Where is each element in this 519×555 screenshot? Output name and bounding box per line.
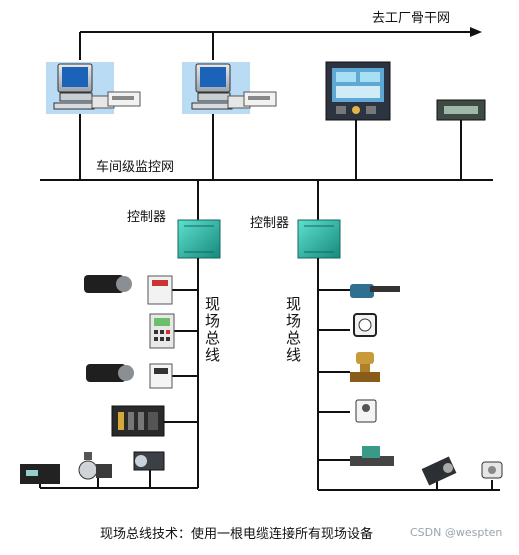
operator-panel-icon <box>325 61 391 121</box>
transmitter-icon <box>355 399 377 423</box>
io-module-icon <box>147 275 173 305</box>
controller-right-label: 控制器 <box>250 216 290 231</box>
network-module-icon <box>436 99 486 121</box>
pc-workstation-icon <box>46 62 115 114</box>
printer-icon <box>243 91 277 107</box>
motor-gear-icon <box>421 456 457 486</box>
fieldbus-left-label: 现场总线 <box>204 295 220 364</box>
controller-left-label: 控制器 <box>127 210 167 225</box>
pressure-gauge-icon <box>353 313 377 337</box>
camera-sensor-icon <box>133 451 165 471</box>
io-rack-icon <box>111 405 165 437</box>
printer-icon <box>107 91 141 107</box>
pump-motor-icon <box>78 452 112 480</box>
keypad-terminal-icon <box>149 313 175 349</box>
workshop-network-drops <box>79 114 462 180</box>
fieldbus-right-line <box>317 258 500 491</box>
drive-module-icon <box>149 363 173 389</box>
flow-meter-icon <box>350 446 394 466</box>
plant-backbone-line <box>79 27 482 60</box>
workshop-network-label: 车间级监控网 <box>96 160 175 175</box>
valve-actuator-icon <box>20 464 60 484</box>
controller-right-icon <box>297 219 341 259</box>
control-valve-icon <box>350 352 380 382</box>
fieldbus-right-label: 现场总线 <box>285 295 301 364</box>
servo-motor-icon <box>86 364 134 382</box>
plant-backbone-label: 去工厂骨干网 <box>372 11 451 26</box>
diagram-caption: 现场总线技术：使用一根电缆连接所有现场设备 <box>100 527 374 542</box>
sensor-icon <box>481 461 503 479</box>
flow-sensor-icon <box>350 284 400 298</box>
pc-workstation-icon <box>182 62 251 114</box>
controller-left-icon <box>177 219 221 259</box>
servo-motor-icon <box>84 275 132 293</box>
watermark: CSDN @wespten <box>410 526 503 539</box>
